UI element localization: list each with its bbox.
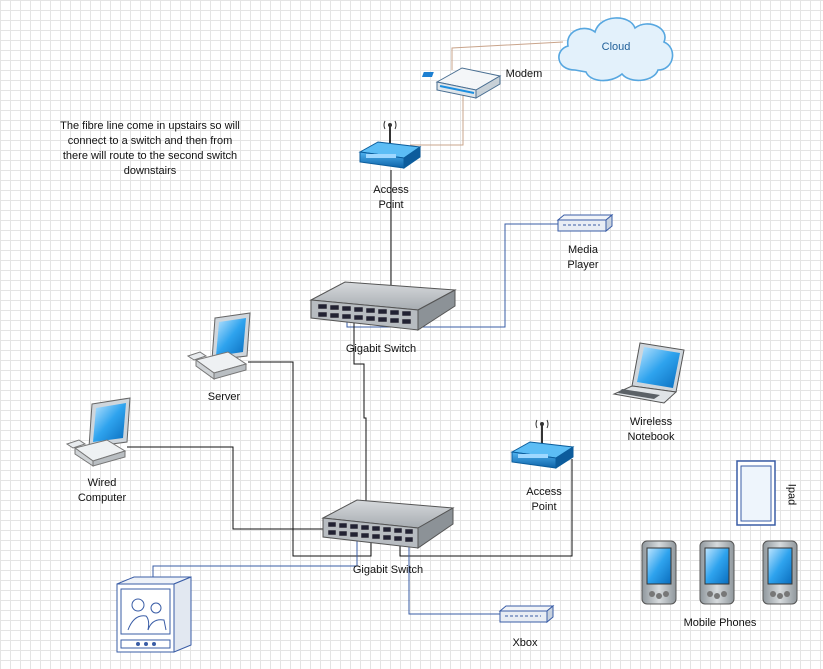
link-tv-switch bbox=[152, 539, 358, 580]
server-computer-icon bbox=[186, 312, 251, 380]
wireless-notebook-label: Wireless Notebook bbox=[627, 416, 675, 443]
media-player-label: Media Player bbox=[567, 244, 599, 271]
switch-label: Gigabit Switch bbox=[345, 343, 417, 355]
xbox-icon bbox=[498, 604, 555, 624]
note-line: downstairs bbox=[123, 165, 177, 177]
mobile-phone-icon bbox=[641, 540, 677, 605]
link-xbox-switch bbox=[408, 539, 500, 615]
xbox-label: Xbox bbox=[512, 637, 538, 649]
access-point-label: Access Point bbox=[526, 486, 562, 513]
note-line: connect to a switch and then from bbox=[67, 135, 233, 147]
gigabit-switch-icon bbox=[321, 499, 455, 549]
access-point-label: Access Point bbox=[373, 184, 409, 211]
mobile-phone-icon bbox=[699, 540, 735, 605]
tv-icon bbox=[116, 576, 192, 653]
link-switch-switch bbox=[353, 318, 367, 508]
modem-label: Modem bbox=[505, 68, 543, 80]
note-line: there will route to the second switch bbox=[62, 150, 238, 162]
cloud-label: Cloud bbox=[601, 41, 631, 53]
mobile-phones-label: Mobile Phones bbox=[683, 617, 757, 629]
link-server-switch bbox=[248, 361, 372, 557]
media-player-icon bbox=[556, 213, 614, 233]
ipad-label: Ipad bbox=[785, 483, 798, 506]
gigabit-switch-icon bbox=[309, 281, 457, 331]
wireless-notebook-icon bbox=[612, 342, 685, 404]
link-cloud-modem bbox=[451, 41, 564, 70]
note-line: The fibre line come in upstairs so will bbox=[60, 120, 240, 132]
access-point-icon bbox=[358, 120, 422, 169]
diagram-note: The fibre line come in upstairs so will … bbox=[50, 119, 250, 179]
server-label: Server bbox=[207, 391, 241, 403]
wired-computer-label: Wired Computer bbox=[77, 477, 127, 504]
link-media-switch bbox=[346, 223, 558, 328]
cloud-icon bbox=[558, 17, 674, 82]
mobile-phone-icon bbox=[762, 540, 798, 605]
wired-computer-icon bbox=[65, 397, 131, 467]
link-modem-ap bbox=[410, 93, 464, 146]
connections bbox=[127, 41, 573, 615]
link-wired-switch bbox=[127, 446, 337, 530]
switch-label: Gigabit Switch bbox=[352, 564, 424, 576]
modem-icon bbox=[421, 67, 502, 99]
link-ap2-switch bbox=[399, 459, 573, 557]
ipad-icon bbox=[736, 460, 776, 526]
access-point-icon bbox=[510, 419, 575, 469]
